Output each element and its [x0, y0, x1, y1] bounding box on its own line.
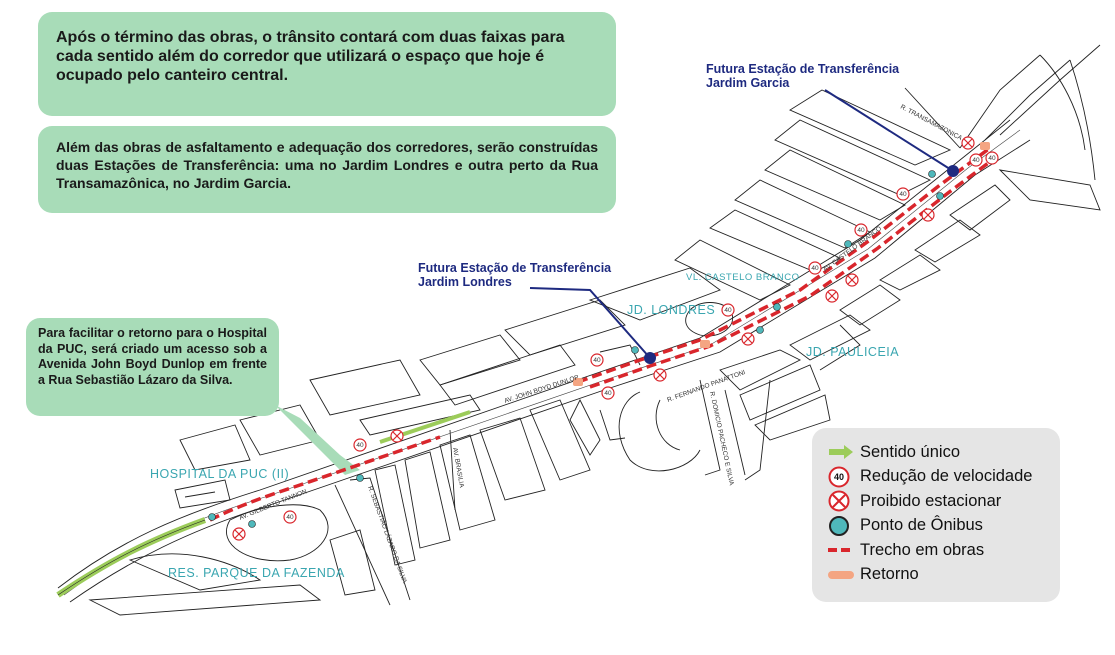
arrow-icon	[828, 441, 856, 463]
svg-text:40: 40	[604, 390, 612, 397]
return-pointer	[275, 405, 360, 475]
construction-west	[209, 435, 441, 522]
street-transamazonica: R. TRANSAMAZONICA	[899, 104, 964, 143]
no-parking-signs	[232, 136, 975, 541]
svg-text:40: 40	[724, 307, 732, 314]
legend-item-speed: 40 Redução de velocidade	[828, 465, 1044, 490]
callout-hospital-access: Para facilitar o retorno para o Hospital…	[26, 318, 279, 416]
svg-text:40: 40	[834, 472, 844, 482]
place-pauliceia: JD. PAULICEIA	[806, 345, 900, 359]
construction-east	[577, 146, 992, 384]
legend-item-construction: Trecho em obras	[828, 538, 1044, 563]
station-garcia-label: Futura Estação de Transferência Jardim G…	[706, 62, 899, 90]
legend-item-bus-stop: Ponto de Ônibus	[828, 514, 1044, 539]
speed-limit-icon: 40	[828, 466, 856, 488]
svg-text:40: 40	[593, 357, 601, 364]
svg-text:40: 40	[988, 155, 996, 162]
svg-text:40: 40	[811, 265, 819, 272]
street-fernando: R. FERNANDO PANATTONI	[666, 369, 746, 404]
speed-sign-text: 40	[972, 157, 980, 164]
bus-stop-icon	[828, 515, 856, 537]
legend-label: Proibido estacionar	[860, 491, 1002, 510]
speed-signs: 40 40 40 40 40 40 40 40 40 40	[283, 151, 999, 524]
legend-label: Retorno	[860, 565, 919, 584]
legend-label: Redução de velocidade	[860, 467, 1033, 486]
svg-text:40: 40	[286, 514, 294, 521]
svg-text:40: 40	[857, 227, 865, 234]
place-parque: RES. PARQUE DA FAZENDA	[168, 566, 345, 580]
station-londres-label: Futura Estação de Transferência Jardim L…	[418, 261, 611, 289]
station-londres-line1: Futura Estação de Transferência	[418, 261, 612, 275]
station-garcia-line2: Jardim Garcia	[706, 76, 790, 90]
legend-label: Ponto de Ônibus	[860, 516, 983, 535]
callout-after-works: Após o término das obras, o trânsito con…	[38, 12, 616, 116]
dashed-line-icon	[828, 539, 856, 561]
street-john-boyd: AV. JOHN BOYD DUNLOP	[503, 374, 579, 405]
svg-text:40: 40	[899, 191, 907, 198]
station-londres-line2: Jardim Londres	[418, 275, 512, 289]
legend-label: Trecho em obras	[860, 540, 985, 559]
callout-stations: Além das obras de asfaltamento e adequaç…	[38, 126, 616, 213]
avenue-outline-north	[57, 119, 1011, 589]
map-legend: Sentido único 40 Redução de velocidade P…	[812, 428, 1060, 602]
legend-label: Sentido único	[860, 442, 960, 461]
return-icon	[828, 564, 856, 586]
street-sebastiao: R. SEBASTIÃO LÁZARO DA SILVA	[366, 485, 410, 585]
one-way-lane	[56, 517, 207, 598]
place-castelo: VL. CASTELO BRANCO	[686, 272, 800, 283]
svg-text:40: 40	[356, 442, 364, 449]
place-hospital: HOSPITAL DA PUC (II)	[150, 467, 290, 481]
legend-item-no-parking: Proibido estacionar	[828, 489, 1044, 514]
avenue-outline-south	[69, 139, 1031, 603]
legend-item-return: Retorno	[828, 563, 1044, 588]
legend-item-one-way: Sentido único	[828, 440, 1044, 465]
station-garcia-line1: Futura Estação de Transferência	[706, 62, 900, 76]
place-londres: JD. LONDRES	[627, 303, 716, 317]
no-parking-icon	[828, 490, 856, 512]
